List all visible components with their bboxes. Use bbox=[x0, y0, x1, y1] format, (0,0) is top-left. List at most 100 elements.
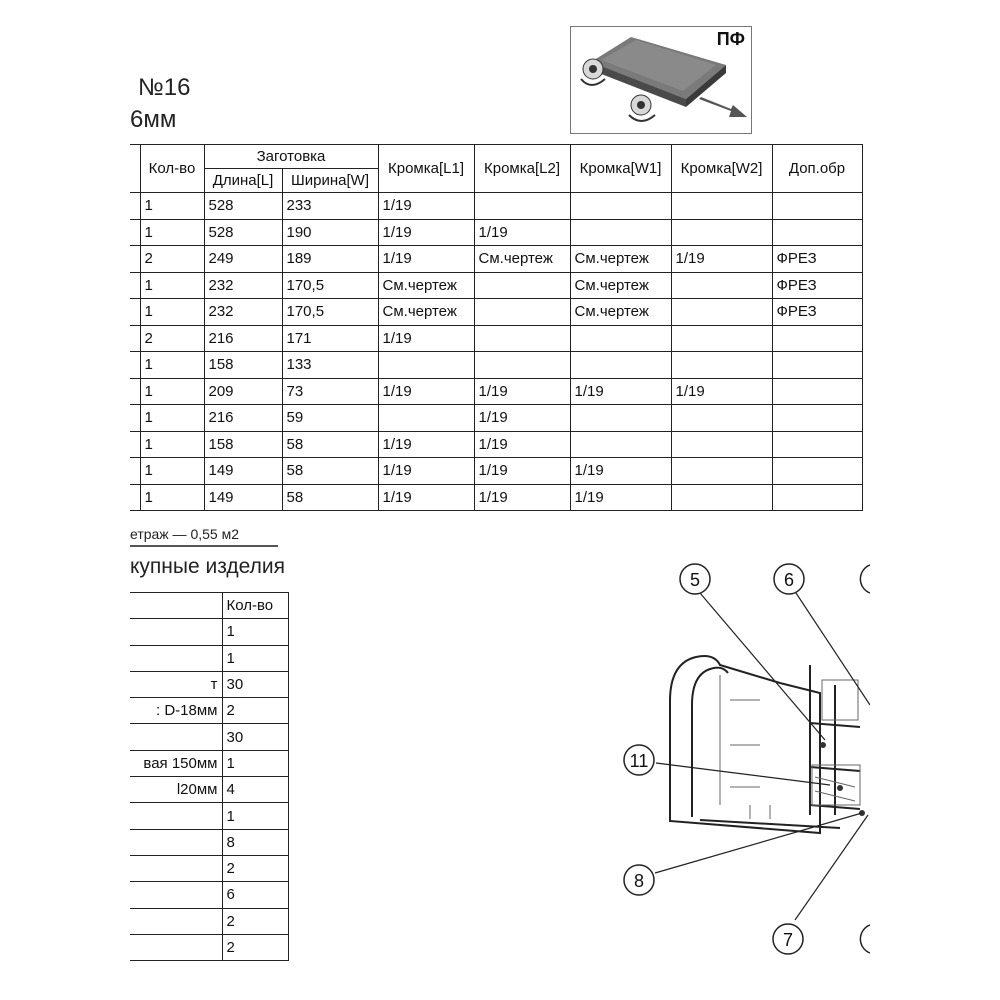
purchased-cell-qty: 2 bbox=[221, 697, 289, 725]
parts-cell-edge-w2 bbox=[670, 271, 773, 299]
purchased-heading: купные изделия bbox=[130, 555, 285, 578]
purchased-cell-qty: 1 bbox=[221, 802, 289, 830]
parts-cell-qty: 1 bbox=[139, 483, 205, 511]
parts-cell-edge-l2: См.чертеж bbox=[473, 245, 571, 273]
purchased-cell-qty: 8 bbox=[221, 828, 289, 856]
parts-cell-edge-l2: 1/19 bbox=[473, 218, 571, 246]
parts-cell-width: 58 bbox=[281, 457, 379, 485]
parts-cell-extra: ФРЕЗ bbox=[771, 271, 863, 299]
purchased-row: 2 bbox=[130, 933, 289, 962]
parts-cell-extra: ФРЕЗ bbox=[771, 298, 863, 326]
parts-cell-edge-w2 bbox=[670, 430, 773, 458]
callout-5: 5 bbox=[690, 570, 700, 590]
assembly-drawing: 5 6 11 8 7 bbox=[623, 563, 870, 955]
parts-cell-qty: 2 bbox=[139, 245, 205, 273]
parts-cell-edge-w1: 1/19 bbox=[569, 483, 672, 511]
parts-cell-edge-w2 bbox=[670, 192, 773, 220]
parts-cell-qty: 1 bbox=[139, 377, 205, 405]
parts-cell-edge-w2 bbox=[670, 457, 773, 485]
document-title-number: №16 bbox=[138, 74, 191, 101]
purchased-cell-name bbox=[130, 854, 223, 883]
parts-cell-edge-l2 bbox=[473, 324, 571, 352]
purchased-cell-name: т bbox=[130, 670, 223, 699]
parts-cell-edge-w1: См.чертеж bbox=[569, 271, 672, 299]
parts-cell-qty: 1 bbox=[139, 298, 205, 326]
parts-cell-extra bbox=[771, 351, 863, 379]
purchased-header-name bbox=[130, 591, 223, 620]
parts-cell-edge-l1: 1/19 bbox=[377, 245, 475, 273]
meterage-underline bbox=[130, 545, 278, 547]
parts-cell-length: 232 bbox=[203, 298, 283, 326]
purchased-cell-qty: 1 bbox=[221, 644, 289, 672]
parts-cell-edge-l2: 1/19 bbox=[473, 483, 571, 511]
parts-cell-edge-w1 bbox=[569, 404, 672, 432]
parts-cell-edge-w2 bbox=[670, 351, 773, 379]
parts-cell-edge-w1: См.чертеж bbox=[569, 245, 672, 273]
parts-cell-length: 158 bbox=[203, 430, 283, 458]
parts-header-edge-l1: Кромка[L1] bbox=[377, 144, 475, 193]
parts-cell-width: 189 bbox=[281, 245, 379, 273]
parts-cell-edge-l2 bbox=[473, 192, 571, 220]
parts-cell-qty: 2 bbox=[139, 324, 205, 352]
parts-cell-extra bbox=[771, 483, 863, 511]
parts-cell-edge-w2 bbox=[670, 298, 773, 326]
purchased-row: 8 bbox=[130, 828, 289, 856]
parts-header-length: Длина[L] bbox=[203, 168, 283, 193]
purchased-cell-qty: 4 bbox=[221, 776, 289, 804]
parts-cell-name bbox=[130, 271, 141, 299]
parts-cell-width: 171 bbox=[281, 324, 379, 352]
parts-cell-edge-l1: 1/19 bbox=[377, 483, 475, 511]
parts-cell-length: 216 bbox=[203, 404, 283, 432]
parts-cell-length: 528 bbox=[203, 218, 283, 246]
callout-11-circle bbox=[623, 744, 655, 776]
parts-cell-edge-l1 bbox=[377, 404, 475, 432]
parts-cell-extra bbox=[771, 324, 863, 352]
parts-cell-qty: 1 bbox=[139, 218, 205, 246]
parts-cell-name bbox=[130, 192, 141, 220]
purchased-cell-qty: 2 bbox=[221, 933, 289, 962]
page-crop-margin bbox=[0, 0, 130, 1000]
parts-cell-edge-l1: 1/19 bbox=[377, 430, 475, 458]
parts-header-edge-l2: Кромка[L2] bbox=[473, 144, 571, 193]
machining-badge-label: ПФ bbox=[716, 29, 745, 49]
parts-cell-extra bbox=[771, 430, 863, 458]
parts-cell-extra bbox=[771, 457, 863, 485]
parts-cell-edge-l2: 1/19 bbox=[473, 404, 571, 432]
purchased-row: 2 bbox=[130, 854, 289, 883]
callout-8-circle bbox=[623, 864, 655, 896]
callout-7-circle bbox=[772, 923, 804, 955]
parts-cell-name bbox=[130, 377, 141, 405]
parts-cell-extra bbox=[771, 192, 863, 220]
parts-cell-extra bbox=[771, 218, 863, 246]
callout-11: 11 bbox=[630, 751, 649, 771]
purchased-header-qty: Кол-во bbox=[221, 591, 289, 620]
parts-cell-name bbox=[130, 351, 141, 379]
purchased-cell-name bbox=[130, 933, 223, 962]
purchased-cell-name: вая 150мм bbox=[130, 749, 223, 778]
purchased-cell-qty: 6 bbox=[221, 881, 289, 909]
parts-cell-length: 149 bbox=[203, 483, 283, 511]
callout-5-circle bbox=[679, 563, 711, 595]
parts-cell-name bbox=[130, 483, 141, 511]
parts-cell-edge-l1: 1/19 bbox=[377, 192, 475, 220]
parts-cell-edge-w2 bbox=[670, 404, 773, 432]
parts-cell-width: 170,5 bbox=[281, 271, 379, 299]
parts-cell-qty: 1 bbox=[139, 192, 205, 220]
parts-cell-length: 232 bbox=[203, 271, 283, 299]
purchased-cell-name: l20мм bbox=[130, 776, 223, 804]
parts-cell-length: 209 bbox=[203, 377, 283, 405]
parts-cell-edge-l2: 1/19 bbox=[473, 430, 571, 458]
parts-cell-length: 216 bbox=[203, 324, 283, 352]
parts-cell-name bbox=[130, 404, 141, 432]
parts-cell-edge-l2 bbox=[473, 351, 571, 379]
purchased-cell-name: : D-18мм bbox=[130, 697, 223, 725]
parts-cell-edge-w1 bbox=[569, 430, 672, 458]
parts-cell-edge-l1: См.чертеж bbox=[377, 271, 475, 299]
parts-cell-name bbox=[130, 298, 141, 326]
